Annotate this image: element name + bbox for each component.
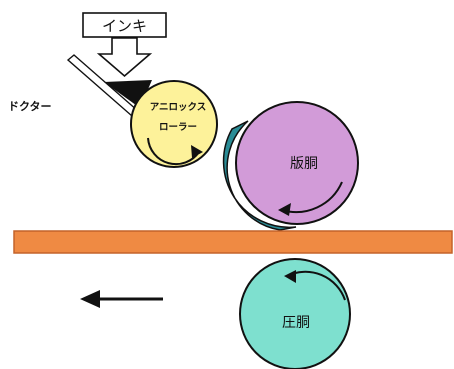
- impression-rotation-arrow-icon: [284, 270, 296, 283]
- plate-sleeve: [222, 120, 297, 231]
- impression-cylinder: [239, 258, 351, 369]
- plate-cylinder: [235, 101, 359, 225]
- ink-label: インキ: [102, 17, 147, 35]
- web-direction-arrow-icon: [80, 290, 163, 308]
- anilox-label-line2: ローラー: [159, 122, 197, 133]
- impression-cylinder-group: 圧胴: [239, 258, 351, 369]
- anilox-label-line1: アニロックス: [150, 102, 207, 113]
- ink-down-arrow-icon: [96, 37, 153, 78]
- doctor-label: ドクター: [8, 100, 52, 113]
- ink-feed: インキ: [82, 12, 167, 78]
- plate-rotation-arrow-icon: [278, 203, 291, 216]
- ink-label-box: [82, 12, 167, 38]
- anilox-roller-group: アニロックス ローラー: [130, 80, 218, 168]
- anilox-rotation-arc: [147, 137, 200, 166]
- impression-cylinder-label: 圧胴: [282, 315, 310, 331]
- substrate-web: [13, 230, 453, 254]
- plate-cylinder-label: 版胴: [290, 156, 318, 172]
- plate-cylinder-group: 版胴: [235, 101, 359, 225]
- anilox-rotation-arrow-icon: [191, 145, 203, 158]
- plate-rotation-arc: [281, 181, 343, 213]
- anilox-roller: [130, 80, 218, 168]
